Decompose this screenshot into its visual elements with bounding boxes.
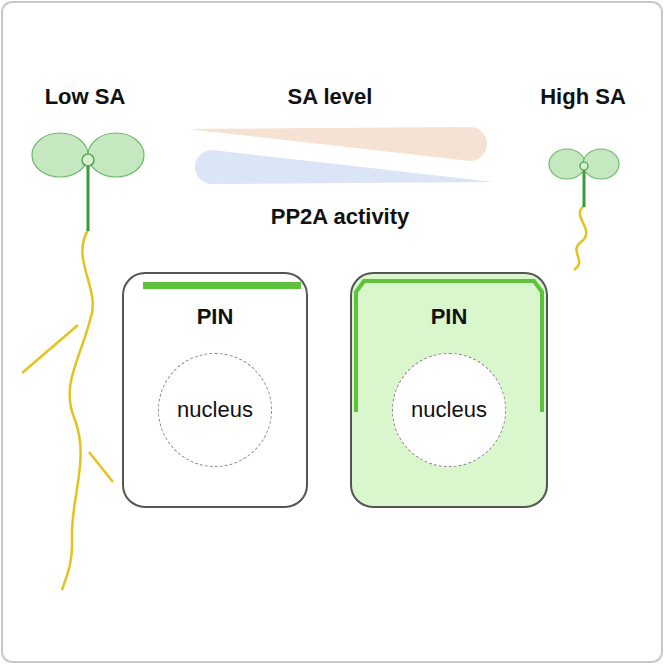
protein-label: PIN — [122, 304, 308, 330]
seedling-high-sa — [549, 149, 619, 270]
organelle-label: nucleus — [411, 397, 487, 423]
pin-polar — [143, 282, 301, 289]
pp2a-wedge — [195, 150, 494, 184]
organelle-label: nucleus — [177, 397, 253, 423]
cell-wall — [351, 273, 547, 507]
gradient-label: SA level — [288, 84, 373, 110]
condition-label: Low SA — [45, 84, 126, 110]
cell-wall — [123, 273, 307, 507]
nucleus-circle: nucleus — [158, 353, 272, 467]
condition-label: High SA — [540, 84, 626, 110]
plant-cell: PIN nucleus — [350, 272, 548, 508]
plant-cell: PIN nucleus — [122, 272, 308, 508]
gradient-label: PP2A activity — [271, 204, 410, 230]
nucleus-circle: nucleus — [392, 353, 506, 467]
protein-label: PIN — [350, 304, 548, 330]
